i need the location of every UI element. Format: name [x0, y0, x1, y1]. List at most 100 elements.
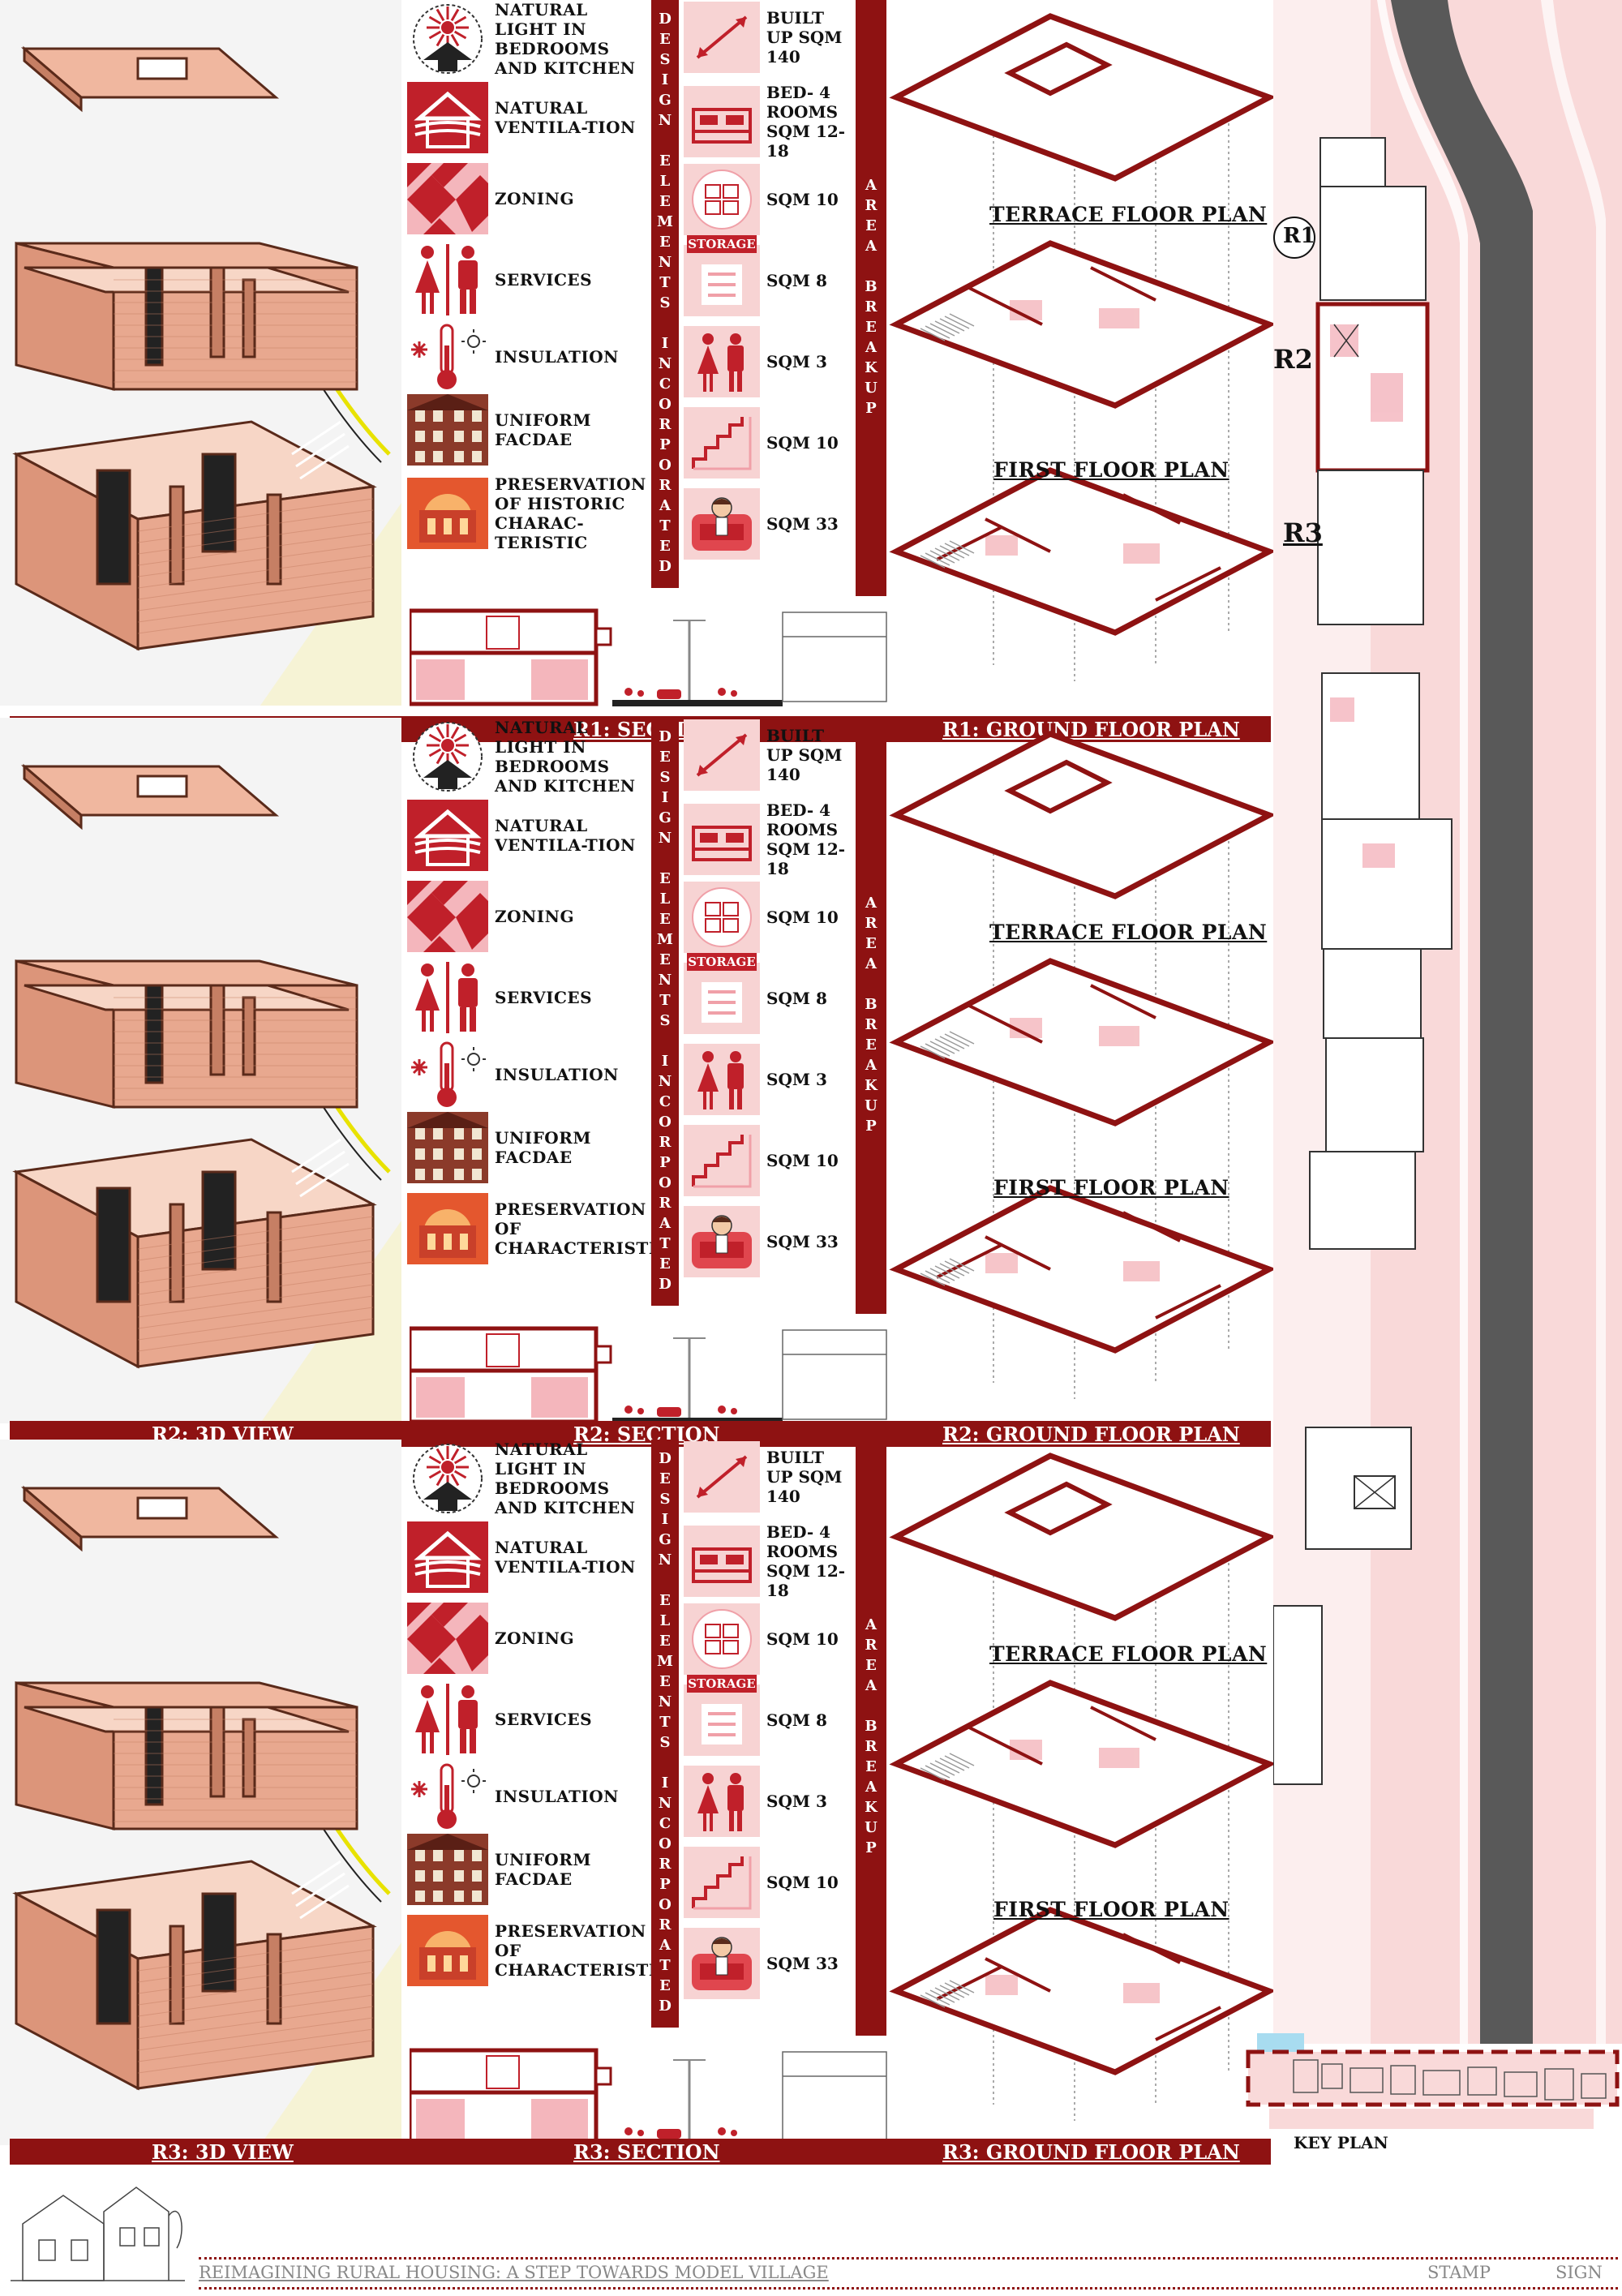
design-element-0: NATURAL LIGHT IN BEDROOMS AND KITCHEN	[406, 1440, 649, 1517]
area-item-label: SQM 33	[766, 1954, 839, 1973]
r3-caption-bar: R3: 3D VIEW R3: SECTION R3: GROUND FLOOR…	[10, 2139, 1271, 2165]
area-item-5: SQM 10	[684, 1125, 854, 1196]
area-item-6: SQM 33	[684, 1928, 854, 1999]
area-item-0: BUILT UP SQM 140	[684, 719, 854, 791]
r2-section	[407, 1322, 888, 1427]
design-element-2: ZONING	[406, 1602, 649, 1675]
design-element-1: NATURAL VENTILA-TION	[406, 81, 649, 154]
area-item-label: BUILT UP SQM 140	[766, 8, 843, 67]
living-person-icon	[684, 1928, 760, 1999]
area-item-2: SQM 10	[684, 882, 854, 953]
stairs-icon	[684, 1847, 760, 1918]
first-plan-title: FIRST FLOOR PLAN	[993, 1898, 1229, 1921]
restroom-icon	[406, 243, 490, 316]
zoning-grid-icon	[406, 162, 490, 235]
area-item-label: BED- 4 ROOMS SQM 12-18	[766, 1522, 846, 1600]
area-breakup-title: AREA BREAKUP	[856, 718, 886, 1314]
area-item-label: BUILT UP SQM 140	[766, 726, 843, 784]
design-element-label: UNIFORM FACDAE	[495, 410, 591, 449]
living-person-icon	[684, 1206, 760, 1277]
design-elements-title: DESIGN ELEMENTS INCORPORATED	[651, 718, 679, 1306]
kitchen-icon	[684, 882, 760, 953]
zoning-grid-icon	[406, 880, 490, 953]
area-item-4: SQM 3	[684, 326, 854, 397]
area-item-label: SQM 3	[766, 1792, 827, 1811]
restroom-icon	[406, 1683, 490, 1756]
stamp-label: STAMP	[1427, 2263, 1491, 2282]
ventilation-house-icon	[406, 1521, 490, 1594]
area-item-2: SQM 10	[684, 1603, 854, 1675]
toilet-icon	[684, 326, 760, 397]
historic-icon	[406, 477, 490, 550]
design-element-4: INSULATION	[406, 1038, 649, 1111]
design-element-3: SERVICES	[406, 1683, 649, 1756]
terrace-plan-title: TERRACE FLOOR PLAN	[989, 1642, 1268, 1666]
key-plan-label: KEY PLAN	[1294, 2133, 1388, 2152]
area-item-4: SQM 3	[684, 1044, 854, 1115]
area-item-label: SQM 33	[766, 514, 839, 534]
design-element-label: NATURAL VENTILA-TION	[495, 98, 636, 137]
facade-icon	[406, 1111, 490, 1184]
stairs-icon	[684, 407, 760, 479]
area-item-5: SQM 10	[684, 1847, 854, 1918]
area-item-label: SQM 10	[766, 1873, 839, 1892]
area-item-label: BED- 4 ROOMS SQM 12-18	[766, 800, 846, 878]
site-label-r2: R2	[1273, 344, 1313, 375]
facade-icon	[406, 393, 490, 466]
area-item-1: BED- 4 ROOMS SQM 12-18	[684, 83, 854, 161]
r2-design-elements: NATURAL LIGHT IN BEDROOMS AND KITCHEN NA…	[406, 718, 670, 1423]
design-element-4: INSULATION	[406, 320, 649, 393]
road	[1391, 0, 1533, 2044]
footer: REIMAGINING RURAL HOUSING: A STEP TOWARD…	[0, 2157, 1622, 2296]
area-item-label: SQM 10	[766, 190, 839, 209]
toilet-icon	[684, 1044, 760, 1115]
area-item-3: STORAGE SQM 8	[684, 235, 854, 316]
design-element-label: INSULATION	[495, 347, 619, 367]
design-element-5: UNIFORM FACDAE	[406, 1111, 649, 1184]
design-element-label: UNIFORM FACDAE	[495, 1128, 591, 1167]
restroom-icon	[406, 961, 490, 1034]
area-item-3: STORAGE SQM 8	[684, 1675, 854, 1756]
design-element-label: INSULATION	[495, 1065, 619, 1084]
first-plan-title: FIRST FLOOR PLAN	[993, 1176, 1229, 1199]
key-plan: KEY PLAN	[1245, 2032, 1622, 2157]
storage-tag: STORAGE	[687, 1675, 757, 1693]
design-element-5: UNIFORM FACDAE	[406, 1833, 649, 1906]
design-element-label: NATURAL LIGHT IN BEDROOMS AND KITCHEN	[495, 1440, 636, 1517]
r3-3d-view	[0, 1440, 401, 2145]
area-item-2: SQM 10	[684, 164, 854, 235]
caption-section: R3: SECTION	[573, 2140, 720, 2164]
band-r3: NATURAL LIGHT IN BEDROOMS AND KITCHEN NA…	[0, 1440, 1622, 2165]
bed-icon	[684, 1526, 760, 1597]
kitchen-icon	[684, 164, 760, 235]
r1-floor-plans: TERRACE FLOOR PLAN FIRST FLOOR PLAN	[888, 0, 1277, 706]
design-element-label: PRESERVATION OF HISTORIC CHARAC-TERISTIC	[495, 474, 646, 552]
design-elements-title: DESIGN ELEMENTS INCORPORATED	[651, 0, 679, 588]
r3-area-breakup: BUILT UP SQM 140 BED- 4 ROOMS SQM 12-18 …	[684, 1440, 854, 2072]
area-item-1: BED- 4 ROOMS SQM 12-18	[684, 1522, 854, 1600]
sketch-logo	[6, 2167, 189, 2289]
r1-design-elements: NATURAL LIGHT IN BEDROOMS AND KITCHEN NA…	[406, 0, 649, 706]
area-item-label: SQM 3	[766, 352, 827, 371]
area-item-label: SQM 10	[766, 1151, 839, 1170]
dimension-arrow-icon	[684, 719, 760, 791]
area-item-label: SQM 10	[766, 908, 839, 927]
site-plan-drawing	[1273, 0, 1606, 2044]
design-element-1: NATURAL VENTILA-TION	[406, 799, 649, 872]
area-item-label: SQM 8	[766, 1710, 827, 1730]
band-r2: NATURAL LIGHT IN BEDROOMS AND KITCHEN NA…	[0, 718, 1622, 1447]
design-element-preservation: PRESERVATION OF HISTORIC CHARAC-TERISTIC	[406, 474, 649, 552]
area-item-4: SQM 3	[684, 1766, 854, 1837]
dimension-arrow-icon	[684, 2, 760, 73]
storage-icon: STORAGE	[684, 953, 760, 1034]
site-label-r3: R3	[1283, 517, 1323, 548]
r1-3d-view	[0, 0, 401, 706]
area-item-label: SQM 8	[766, 989, 827, 1008]
area-item-label: SQM 10	[766, 1629, 839, 1649]
site-label-r1: R1	[1283, 224, 1315, 248]
area-item-label: SQM 10	[766, 433, 839, 453]
design-element-label: PRESERVATION OF CHARACTERISTIC	[495, 1199, 671, 1258]
r1-section	[407, 604, 888, 710]
r2-area-breakup: BUILT UP SQM 140 BED- 4 ROOMS SQM 12-18 …	[684, 718, 854, 1350]
r1-area-breakup: BUILT UP SQM 140 BED- 4 ROOMS SQM 12-18 …	[684, 0, 854, 633]
